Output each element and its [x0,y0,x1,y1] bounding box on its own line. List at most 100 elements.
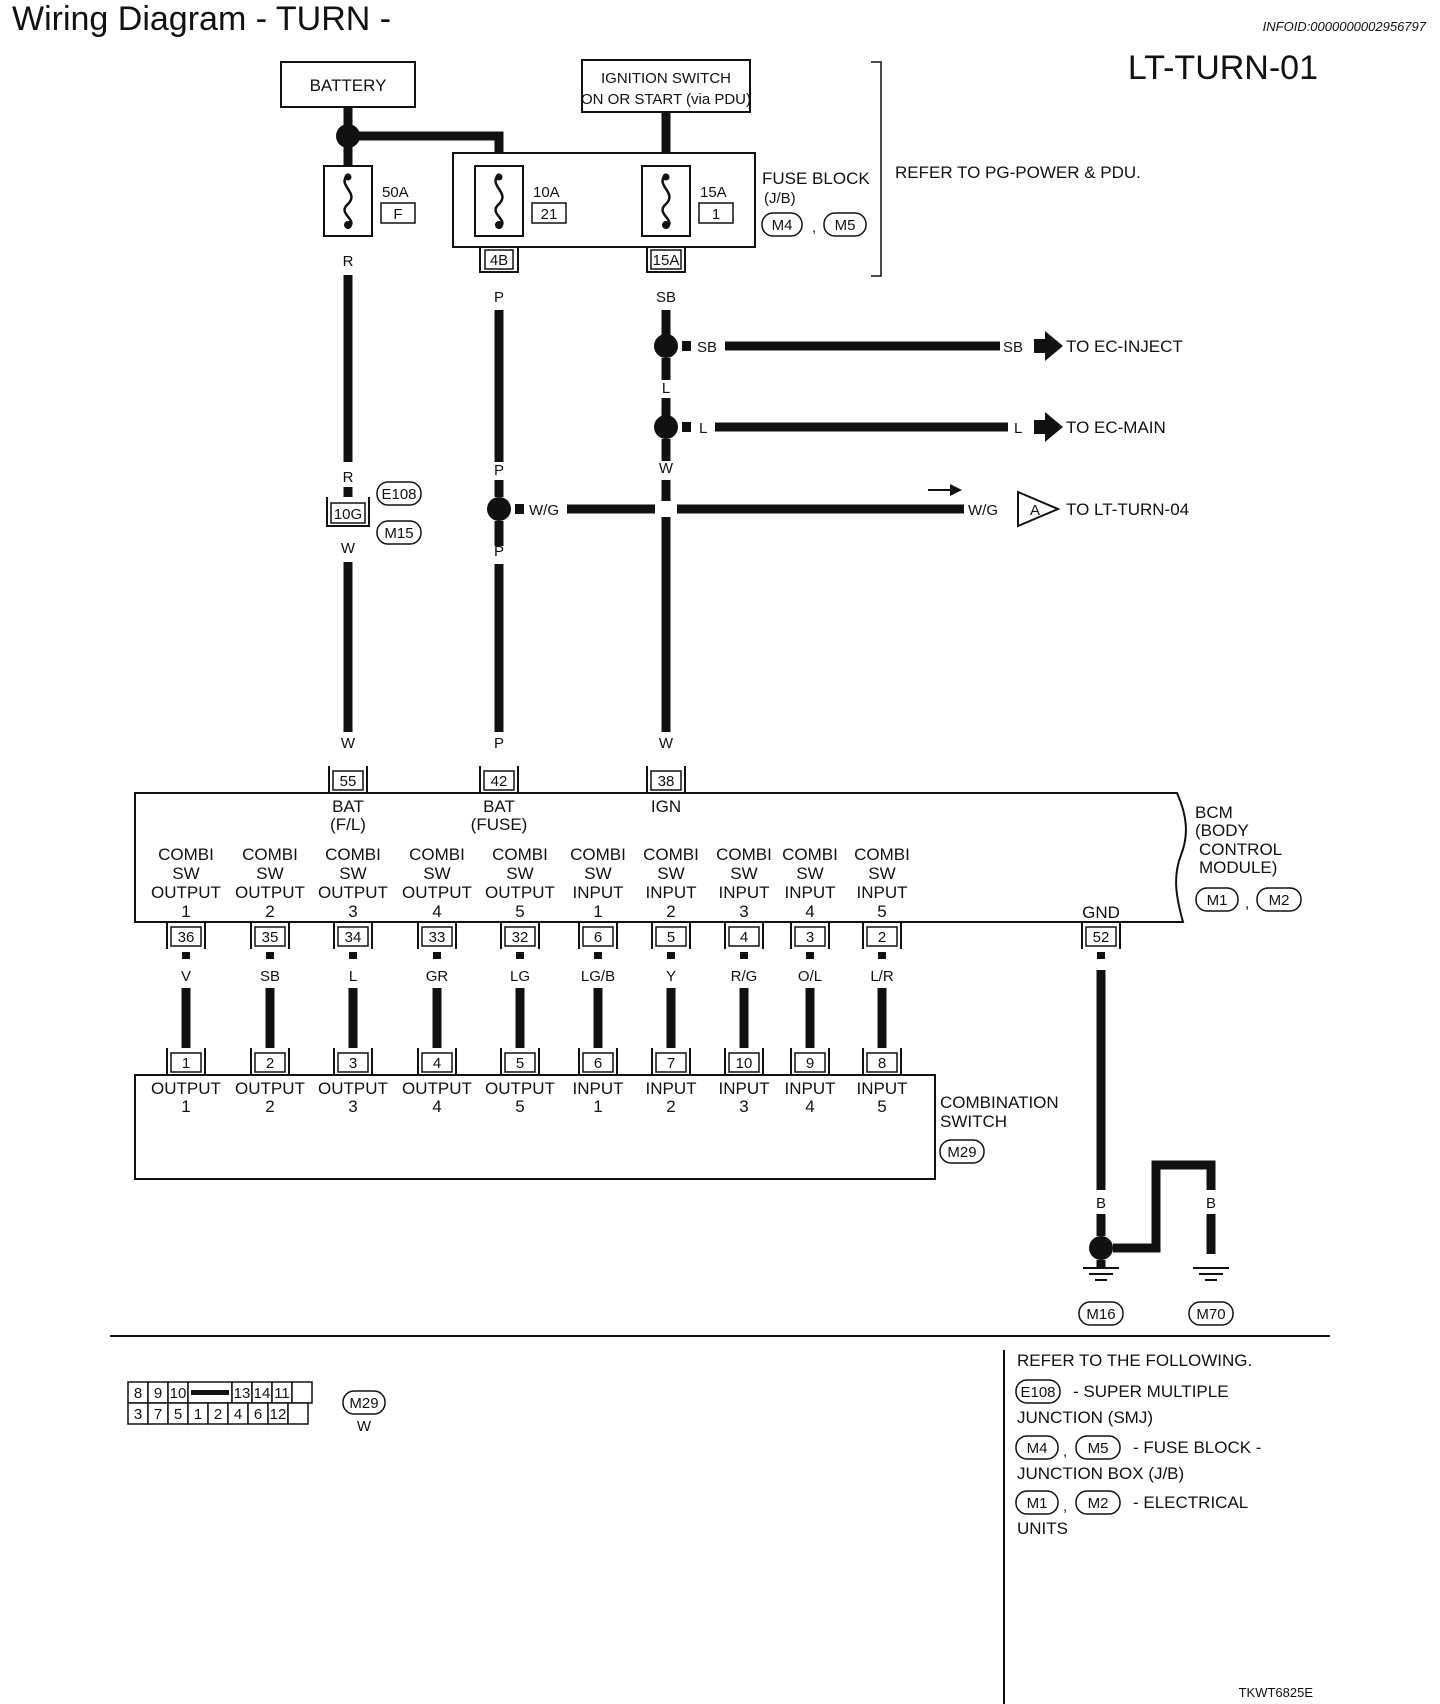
combi-pin-label: 4 [805,1097,814,1116]
battery-label: BATTERY [310,76,387,95]
bcm-term-6-bracket [578,921,618,949]
bcm-pin-label: 1 [593,902,602,921]
bcm-pin-label: OUTPUT [235,883,305,902]
svg-text:15A: 15A [653,252,680,269]
combi-term-6-box [582,1052,614,1073]
svg-text:R: R [343,253,354,270]
page-title: Wiring Diagram - TURN - [12,0,391,38]
combi-pin-label: 4 [432,1097,441,1116]
fuse-out-15a: 15A [646,247,686,273]
combi-term-3-number: 3 [349,1055,357,1072]
combi-switch-name-1: COMBINATION [940,1093,1059,1112]
wire-color-label: SB [260,968,280,985]
wire-stub [1097,952,1105,959]
combi-term-1-number: 1 [182,1055,190,1072]
bcm-term-55-bracket [328,766,368,794]
fuse-10a-amps: 10A [533,184,560,201]
combi-pin-label: OUTPUT [485,1079,555,1098]
bcm-term-33-bracket [417,921,457,949]
svg-text:M5: M5 [1088,1440,1109,1457]
combi-pin-label: OUTPUT [402,1079,472,1098]
bcm-term-32-box [504,926,536,947]
combi-pin-label: INPUT [857,1079,908,1098]
combi-pin-label: 3 [739,1097,748,1116]
combi-pin-label: OUTPUT [235,1079,305,1098]
fuse-block-conn-m4: M4 [772,217,793,234]
svg-text:A: A [1030,502,1040,519]
bcm-pin-label: SW [172,864,199,883]
combi-term-9-box [794,1052,826,1073]
wire-stub [349,952,357,959]
bcm-term-3-bracket [790,921,830,949]
combi-pin-label: INPUT [646,1079,697,1098]
bcm-term-35-number: 35 [262,929,279,946]
bcm-pin-label: SW [730,864,757,883]
bcm-term-label: BAT [332,797,364,816]
connector-pin-number: 1 [194,1406,202,1423]
combi-term-8-bracket [862,1048,902,1076]
bcm-pin-label: COMBI [242,845,298,864]
connector-pin-number: 14 [254,1385,271,1402]
connector-pin-number: 13 [234,1385,251,1402]
bcm-term-36-box [170,926,202,947]
bcm-term-38-box [650,770,682,791]
to-ec-main: TO EC-MAIN [1066,418,1166,437]
splice-sb [654,334,678,358]
bcm-pin-label: SW [256,864,283,883]
svg-text:JUNCTION BOX (J/B): JUNCTION BOX (J/B) [1017,1464,1184,1483]
bcm-pin-label: SW [657,864,684,883]
ignition-switch: IGNITION SWITCH ON OR START (via PDU) [581,59,751,113]
svg-text:,: , [1245,895,1249,912]
bcm-pin-label: COMBI [716,845,772,864]
bcm-conn-m1: M1 [1207,892,1228,909]
combi-term-9-bracket [790,1048,830,1076]
svg-text:B: B [1096,1195,1106,1212]
bcm-pin-label: COMBI [492,845,548,864]
svg-text:W: W [659,735,674,752]
combi-pin-label: OUTPUT [318,1079,388,1098]
bcm-pin-label: 4 [432,902,441,921]
combi-term-4-box [421,1052,453,1073]
svg-text:M4: M4 [1027,1440,1048,1457]
splice-wg [487,497,511,521]
wire-stub [182,952,190,959]
bcm-term-55-number: 55 [340,773,357,790]
bcm-pin-label: SW [796,864,823,883]
fuse-15a-amps: 15A [700,184,727,201]
bcm-term-32-bracket [500,921,540,949]
ignition-label-2: ON OR START (via PDU) [581,91,751,108]
bcm-term-33-box [421,926,453,947]
connector-latch [191,1390,229,1395]
refer-title: REFER TO THE FOLLOWING. [1017,1351,1252,1370]
combi-pin-label: OUTPUT [151,1079,221,1098]
ground-splice [1089,1236,1113,1260]
bcm-term-5-box [655,926,687,947]
svg-text:W/G: W/G [968,502,998,519]
bcm-term-34-bracket [333,921,373,949]
svg-text:SB: SB [656,289,676,306]
bcm-term-5-bracket [651,921,691,949]
ground-icon [1083,1267,1119,1281]
combi-term-6-number: 6 [594,1055,602,1072]
combi-pin-label: 5 [515,1097,524,1116]
wire-stub [433,952,441,959]
svg-text:P: P [494,462,504,479]
wire-stub [266,952,274,959]
refer-legend: REFER TO THE FOLLOWING. E108 - SUPER MUL… [1015,1351,1261,1538]
combi-switch-name-2: SWITCH [940,1112,1007,1131]
refer-bracket [871,61,882,277]
connector-pin-number: 9 [154,1385,162,1402]
combi-term-5-bracket [500,1048,540,1076]
bcm-term-4-number: 4 [740,929,748,946]
combi-switch-conn: M29 [947,1144,976,1161]
bcm-term-36-bracket [166,921,206,949]
svg-text:W: W [659,460,674,477]
connector-face-conn: M29 [349,1395,378,1412]
bcm-pin-label: 4 [805,902,814,921]
combi-term-1-bracket [166,1048,206,1076]
bcm-pin-label: SW [506,864,533,883]
combi-term-10-box [728,1052,760,1073]
wire-stub [667,952,675,959]
svg-text:JUNCTION (SMJ): JUNCTION (SMJ) [1017,1408,1153,1427]
bcm-term-38-bracket [646,766,686,794]
